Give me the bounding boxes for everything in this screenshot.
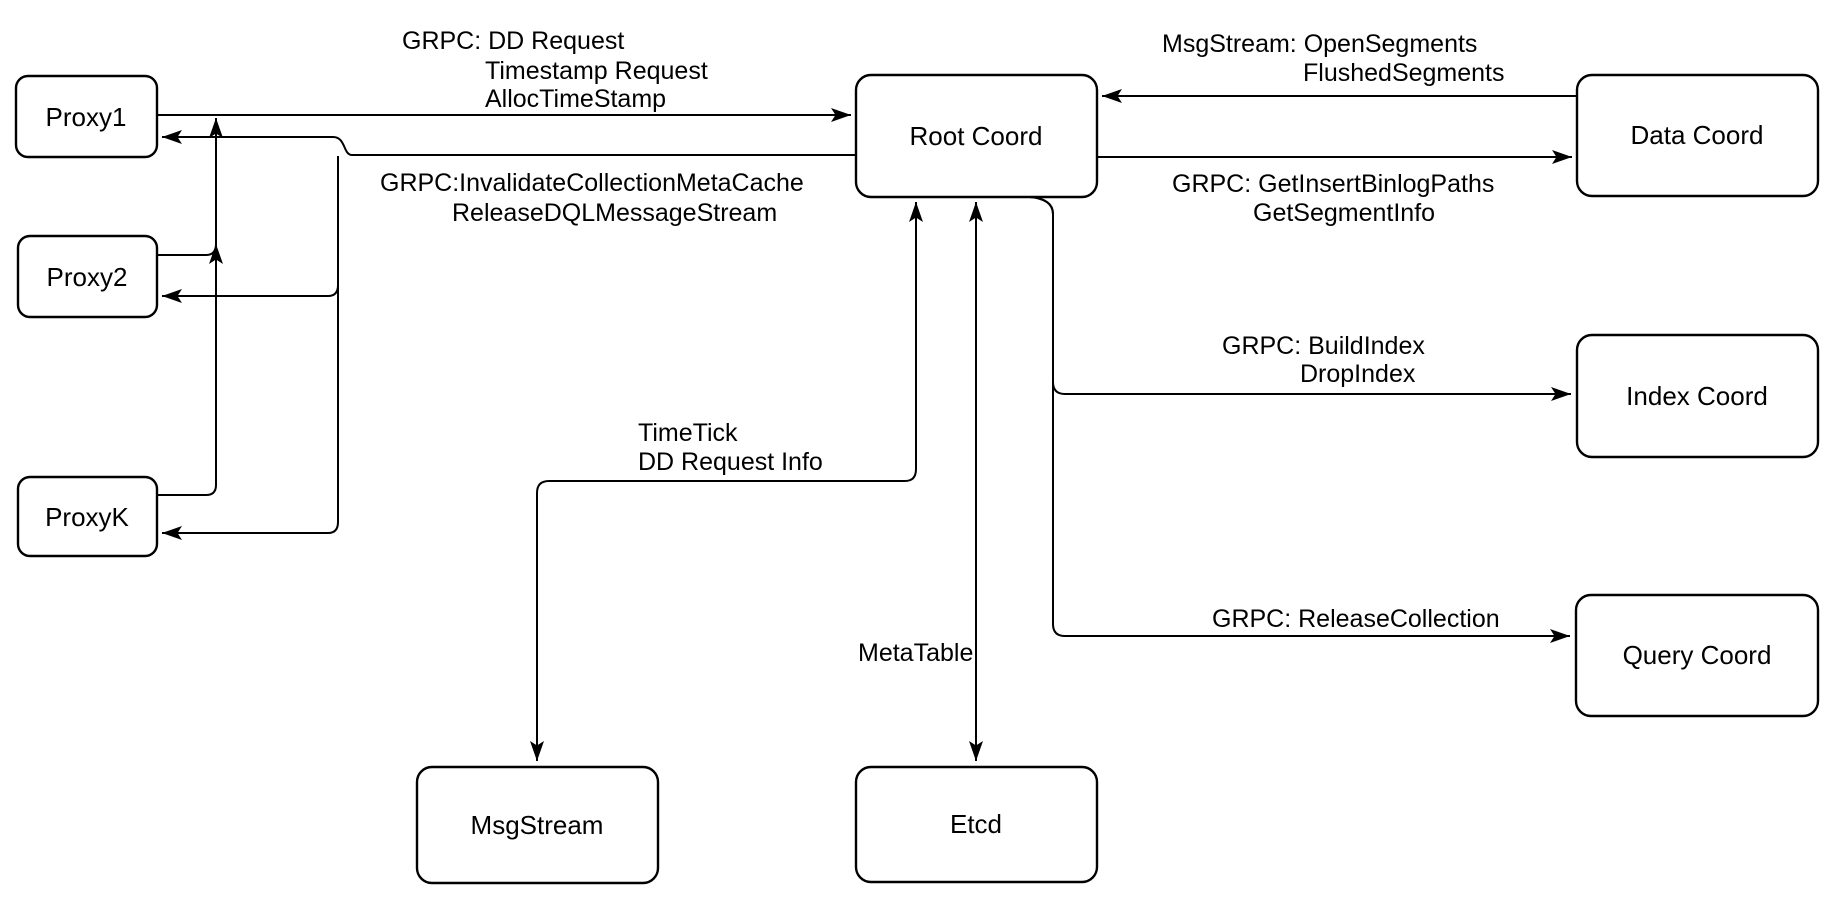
edge-label-line: MetaTable	[858, 639, 973, 667]
node-index-coord: Index Coord	[1575, 333, 1820, 459]
label-proxies-to-root: GRPC: DD Request Timestamp Request Alloc…	[402, 27, 708, 113]
edge-rootcoord-to-querycoord	[1029, 196, 1570, 643]
proxy2-box	[16, 234, 159, 319]
etcd-label: Etcd	[950, 809, 1002, 839]
query-coord-label: Query Coord	[1623, 640, 1772, 670]
edge-label-line: GRPC: BuildIndex	[1222, 332, 1425, 360]
msgstream-box	[415, 765, 660, 885]
edge-rootcoord-to-proxyk	[162, 156, 339, 540]
label-root-to-proxies: GRPC:InvalidateCollectionMetaCache Relea…	[380, 169, 804, 227]
msgstream-label: MsgStream	[471, 810, 604, 840]
edge-proxy2-merge-up	[157, 243, 223, 265]
edge-rootcoord-to-proxy1	[162, 130, 856, 156]
root-coord-box	[854, 73, 1099, 199]
label-root-to-etcd: MetaTable	[858, 639, 973, 667]
edge-label-line: GRPC: ReleaseCollection	[1212, 605, 1500, 633]
etcd-box	[854, 765, 1099, 884]
edge-label-line: ReleaseDQLMessageStream	[452, 199, 777, 227]
edge-label-line: AllocTimeStamp	[485, 85, 666, 113]
index-coord-label: Index Coord	[1626, 381, 1768, 411]
proxy1-label: Proxy1	[46, 102, 127, 132]
node-query-coord: Query Coord	[1574, 593, 1820, 718]
node-data-coord: Data Coord	[1575, 73, 1820, 198]
node-proxy1: Proxy1	[14, 74, 159, 159]
node-root-coord: Root Coord	[854, 73, 1099, 199]
query-coord-box	[1574, 593, 1820, 718]
label-root-to-msgstream: TimeTick DD Request Info	[638, 419, 823, 476]
data-coord-label: Data Coord	[1631, 120, 1764, 150]
node-proxyk: ProxyK	[16, 475, 159, 558]
proxyk-label: ProxyK	[45, 502, 129, 532]
label-root-to-data: GRPC: GetInsertBinlogPaths GetSegmentInf…	[1172, 170, 1494, 227]
node-msgstream: MsgStream	[415, 765, 660, 885]
label-root-to-query: GRPC: ReleaseCollection	[1212, 605, 1500, 633]
edge-label-line: DD Request Info	[638, 448, 823, 476]
edge-label-line: GRPC: GetInsertBinlogPaths	[1172, 170, 1494, 198]
label-root-to-index: GRPC: BuildIndex DropIndex	[1222, 332, 1425, 388]
label-data-to-root: MsgStream: OpenSegments FlushedSegments	[1162, 30, 1505, 87]
edge-label-line: GRPC:InvalidateCollectionMetaCache	[380, 169, 804, 197]
edge-rootcoord-to-msgstream	[530, 480, 727, 761]
edge-label-line: FlushedSegments	[1303, 59, 1505, 87]
edge-label-line: Timestamp Request	[485, 57, 708, 85]
edge-label-line: DropIndex	[1300, 360, 1416, 388]
edge-label-line: GetSegmentInfo	[1253, 199, 1435, 227]
edge-rootcoord-to-proxy2	[162, 156, 339, 303]
edge-proxyk-merge-up	[157, 118, 223, 496]
proxyk-box	[16, 475, 159, 558]
edge-label-line: GRPC: DD Request	[402, 27, 624, 55]
proxy1-box	[14, 74, 159, 159]
node-proxy2: Proxy2	[16, 234, 159, 319]
edge-label-line: MsgStream: OpenSegments	[1162, 30, 1477, 58]
data-coord-box	[1575, 73, 1820, 198]
root-coord-label: Root Coord	[910, 121, 1043, 151]
index-coord-box	[1575, 333, 1820, 459]
node-etcd: Etcd	[854, 765, 1099, 884]
edge-msgstream-to-rootcoord	[727, 202, 923, 482]
edge-label-line: TimeTick	[638, 419, 738, 447]
proxy2-label: Proxy2	[47, 262, 128, 292]
